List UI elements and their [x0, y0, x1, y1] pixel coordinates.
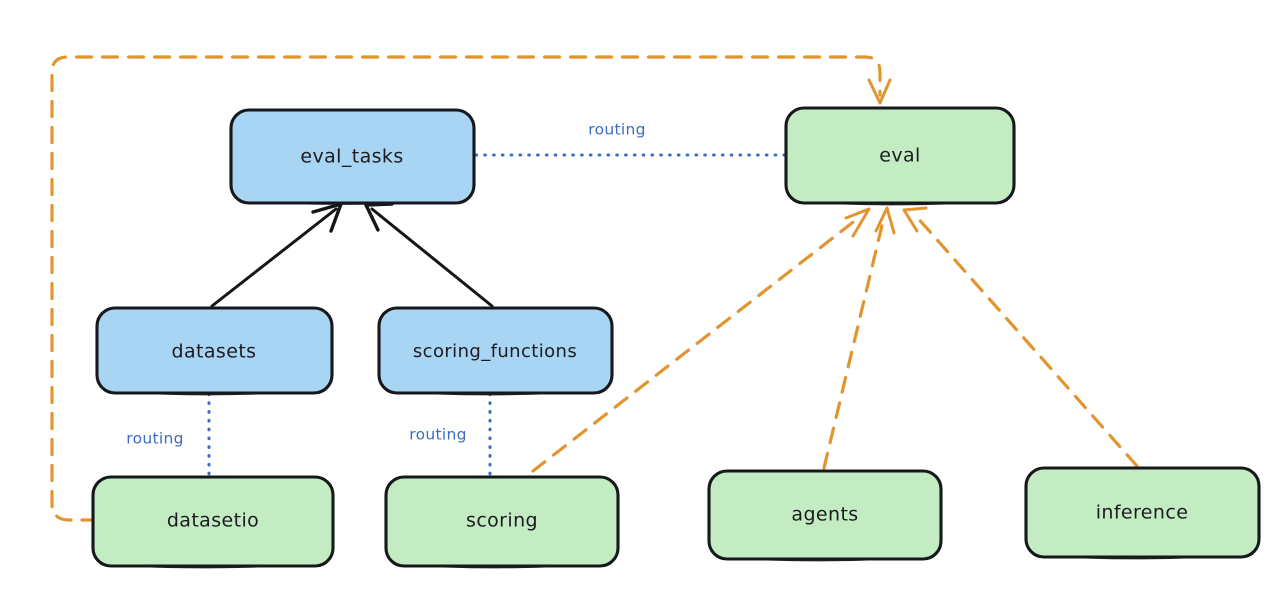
node-agents-label: agents: [791, 504, 858, 526]
edge-label-routing-datasetio: routing: [126, 430, 184, 448]
node-eval_tasks-box[interactable]: [229, 108, 476, 205]
node-scoring[interactable]: scoring: [384, 475, 620, 569]
node-agents[interactable]: agents: [707, 469, 943, 562]
edge-agents-eval-arrowhead: [874, 206, 896, 235]
edge-label-routing-eval: routing: [588, 121, 646, 139]
edge-agents-eval-line: [822, 215, 886, 470]
edge-inference-eval-line: [914, 214, 1139, 468]
edge-datasetio-eval-arrowhead: [867, 78, 892, 105]
edge-inference-eval: [902, 206, 1139, 468]
node-scoring_functions-box[interactable]: [377, 306, 614, 395]
node-scoring-label: scoring: [466, 510, 538, 532]
node-eval-box[interactable]: [784, 106, 1016, 205]
edge-scoring-eval-arrowhead: [844, 207, 871, 238]
node-datasetio[interactable]: datasetio: [91, 475, 335, 569]
edge-scoring-eval: [531, 207, 871, 473]
node-eval-label: eval: [879, 145, 920, 167]
node-scoring_functions-label: scoring_functions: [413, 341, 577, 362]
node-scoring-box[interactable]: [384, 475, 620, 568]
edge-datasets-eval_tasks: [210, 202, 343, 308]
node-eval_tasks[interactable]: eval_tasks: [229, 108, 476, 205]
edge-inference-eval-arrowhead: [902, 206, 928, 233]
edge-agents-eval: [822, 206, 896, 470]
edge-datasetio-eval: [50, 55, 892, 522]
node-datasets-box[interactable]: [95, 306, 334, 395]
edge-datasets-eval_tasks-line: [210, 207, 338, 308]
node-inference-label: inference: [1096, 502, 1189, 524]
edge-scoring_functions-eval_tasks: [364, 202, 494, 308]
node-datasets-label: datasets: [172, 341, 257, 363]
edge-datasetio-eval-line: [50, 55, 882, 522]
edge-scoring-eval-line: [531, 214, 863, 473]
node-inference-box[interactable]: [1024, 466, 1261, 559]
node-eval[interactable]: eval: [784, 106, 1016, 206]
node-agents-box[interactable]: [707, 469, 943, 561]
node-inference[interactable]: inference: [1024, 466, 1261, 560]
node-datasetio-label: datasetio: [167, 510, 259, 532]
edge-scoring_functions-eval_tasks-arrowhead: [364, 202, 394, 232]
node-scoring_functions[interactable]: scoring_functions: [377, 306, 614, 396]
node-eval_tasks-label: eval_tasks: [300, 146, 403, 168]
edge-scoring_functions-eval_tasks-line: [370, 207, 494, 308]
edge-label-routing-scoring: routing: [409, 426, 467, 444]
node-datasets[interactable]: datasets: [95, 306, 334, 396]
node-datasetio-box[interactable]: [91, 475, 335, 568]
